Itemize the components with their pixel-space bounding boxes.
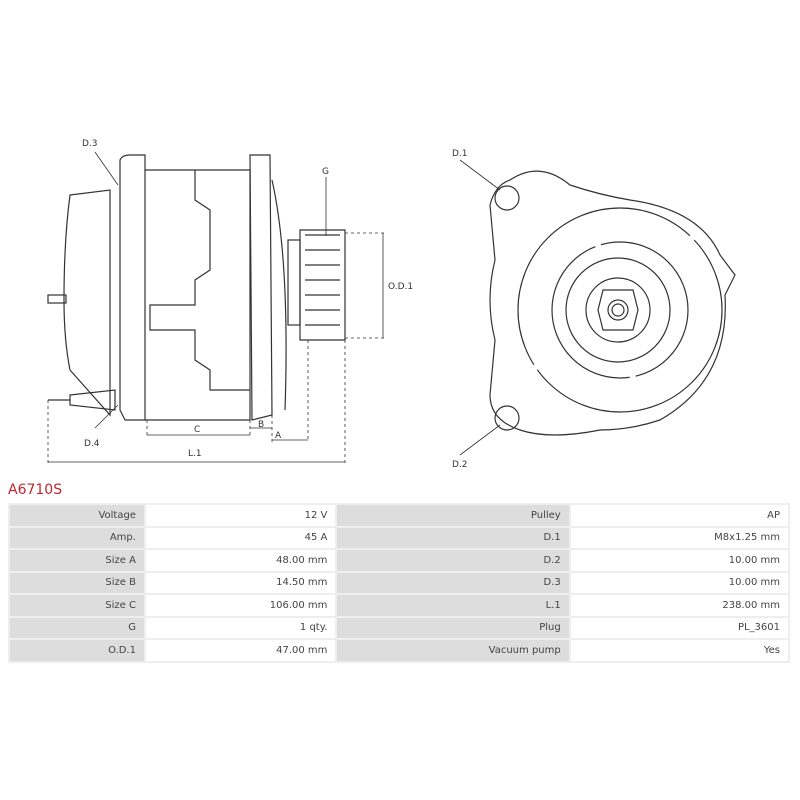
label-d2: D.2	[452, 460, 468, 470]
spec-label: Size C	[10, 595, 144, 616]
spec-value: 238.00 mm	[570, 595, 788, 616]
part-number-title: A6710S	[8, 482, 63, 498]
spec-label: Vacuum pump	[337, 640, 569, 661]
spec-value: 47.00 mm	[145, 640, 336, 661]
label-l1: L.1	[188, 449, 202, 459]
spec-label: Voltage	[10, 505, 144, 526]
label-b: B	[258, 420, 264, 430]
label-a: A	[275, 431, 282, 441]
spec-value: Yes	[570, 640, 788, 661]
front-view: D.1 D.2	[452, 149, 736, 470]
label-d4: D.4	[84, 439, 100, 449]
spec-value: PL_3601	[570, 617, 788, 638]
spec-value: 10.00 mm	[570, 572, 788, 593]
spec-value: 45 A	[145, 527, 336, 548]
spec-label: L.1	[337, 595, 569, 616]
spec-value: 106.00 mm	[145, 595, 336, 616]
spec-label: Amp.	[10, 527, 144, 548]
label-d3: D.3	[82, 139, 98, 149]
spec-label: Size B	[10, 572, 144, 593]
spec-label: D.1	[337, 527, 569, 548]
spec-value: 10.00 mm	[570, 550, 788, 571]
label-d1: D.1	[452, 149, 468, 159]
spec-value: M8x1.25 mm	[570, 527, 788, 548]
label-od1: O.D.1	[388, 282, 413, 292]
spec-label: Size A	[10, 550, 144, 571]
spec-value: 12 V	[145, 505, 336, 526]
spec-label: Plug	[337, 617, 569, 638]
spec-label: G	[10, 617, 144, 638]
spec-value: 14.50 mm	[145, 572, 336, 593]
alternator-drawing: D.3 D.4 G O.D.1 C B A L.1 D.1 D.2	[47, 139, 736, 470]
label-g: G	[322, 167, 329, 177]
spec-label: O.D.1	[10, 640, 144, 661]
label-c: C	[194, 425, 200, 435]
spec-value: AP	[570, 505, 788, 526]
spec-value: 48.00 mm	[145, 550, 336, 571]
spec-value: 1 qty.	[145, 617, 336, 638]
spec-label: Pulley	[337, 505, 569, 526]
spec-label: D.2	[337, 550, 569, 571]
side-view: D.3 D.4 G O.D.1 C B A L.1	[47, 139, 413, 465]
spec-label: D.3	[337, 572, 569, 593]
